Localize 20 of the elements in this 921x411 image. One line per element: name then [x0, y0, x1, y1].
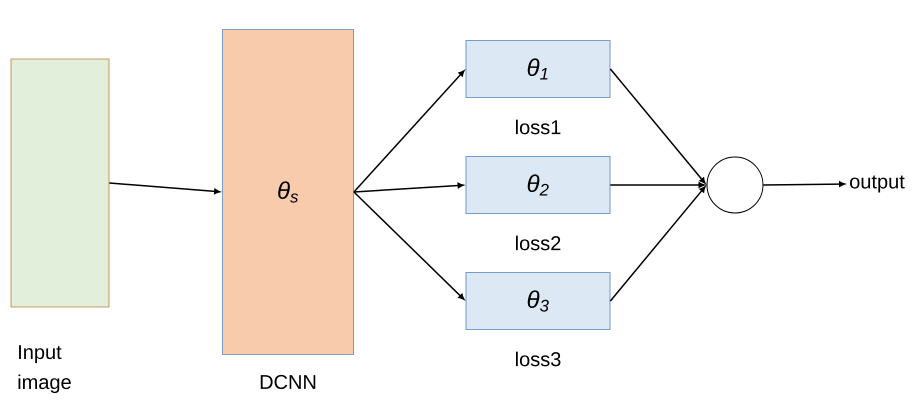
caption-label: DCNN [260, 374, 316, 390]
arrow [109, 182, 220, 194]
arrow [610, 68, 706, 184]
arrow [610, 186, 706, 302]
branch-box: θ$_{2}$ [466, 156, 610, 214]
caption-label: Input image [18, 345, 71, 394]
arrow [610, 182, 705, 188]
caption-label: loss1 [516, 120, 560, 134]
arrow [353, 191, 464, 300]
arrow [353, 70, 465, 192]
input-box [10, 58, 110, 308]
caption-label: loss3 [516, 352, 560, 366]
arrow [354, 182, 464, 193]
network-box: θ$_{s}$ [222, 29, 354, 355]
arrow [764, 181, 846, 187]
output-label: output [850, 175, 905, 193]
caption-label: loss2 [516, 236, 560, 250]
branch-box: θ$_{3}$ [466, 272, 610, 330]
merge-circle [706, 156, 764, 214]
branch-box: θ$_{1}$ [466, 40, 610, 98]
